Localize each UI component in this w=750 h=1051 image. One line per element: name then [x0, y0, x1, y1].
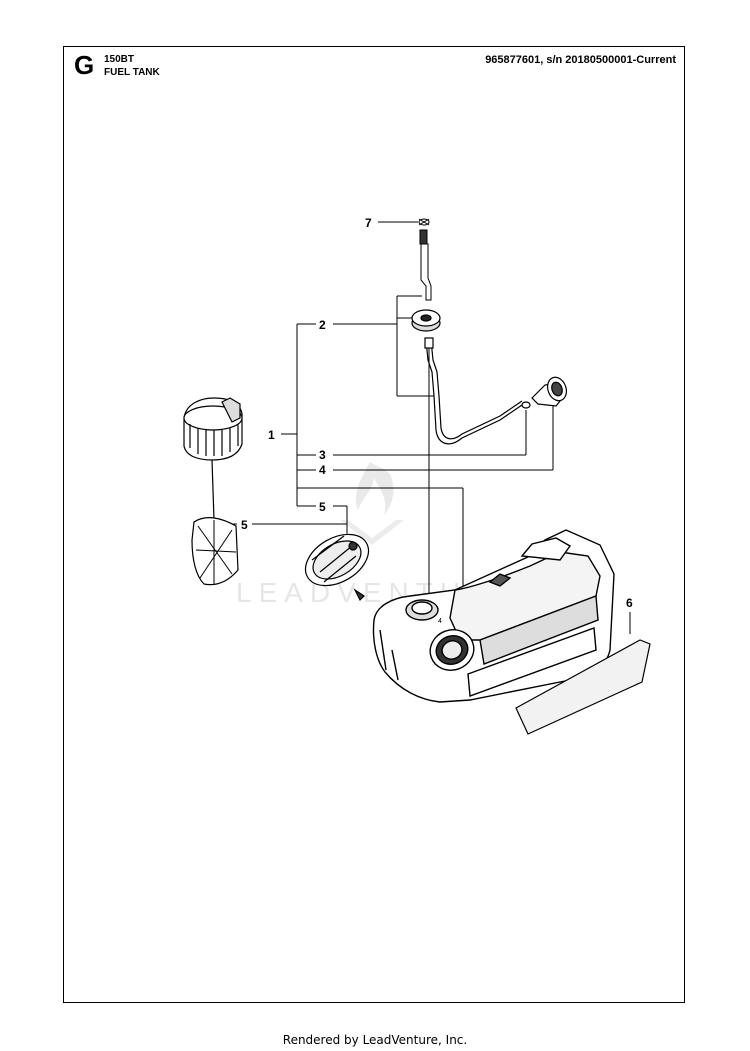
diagram-title: FUEL TANK [104, 67, 160, 78]
fuel-tank-part: 4 [372, 529, 615, 703]
page-frame [63, 46, 685, 1003]
callout-7: 7 [365, 216, 372, 230]
callout-2: 2 [319, 318, 326, 332]
fuel-line-part [424, 337, 531, 445]
fuel-cap-part [183, 397, 243, 586]
grommet-part [411, 309, 441, 332]
callout-3: 3 [319, 448, 326, 462]
callout-6: 6 [626, 596, 633, 610]
svg-text:4: 4 [438, 618, 442, 625]
model-name: 150BT [104, 54, 135, 65]
callout-labels: 1 2 3 4 5 5 6 7 [241, 216, 633, 610]
vent-cap-part [304, 533, 370, 602]
leader-lines [214, 221, 631, 634]
footer-credit: Rendered by LeadVenture, Inc. [282, 1033, 468, 1047]
vent-valve-part [418, 218, 432, 301]
section-letter: G [74, 50, 95, 80]
callout-5-fuel-filter: 5 [241, 518, 248, 532]
part-number: 965877601, s/n 20180500001-Current [485, 54, 676, 66]
decal-part [515, 639, 651, 735]
callout-4: 4 [319, 463, 326, 477]
fuel-filter-part [531, 376, 568, 407]
callout-5-vent-cap: 5 [319, 500, 326, 514]
callout-1: 1 [268, 428, 275, 442]
